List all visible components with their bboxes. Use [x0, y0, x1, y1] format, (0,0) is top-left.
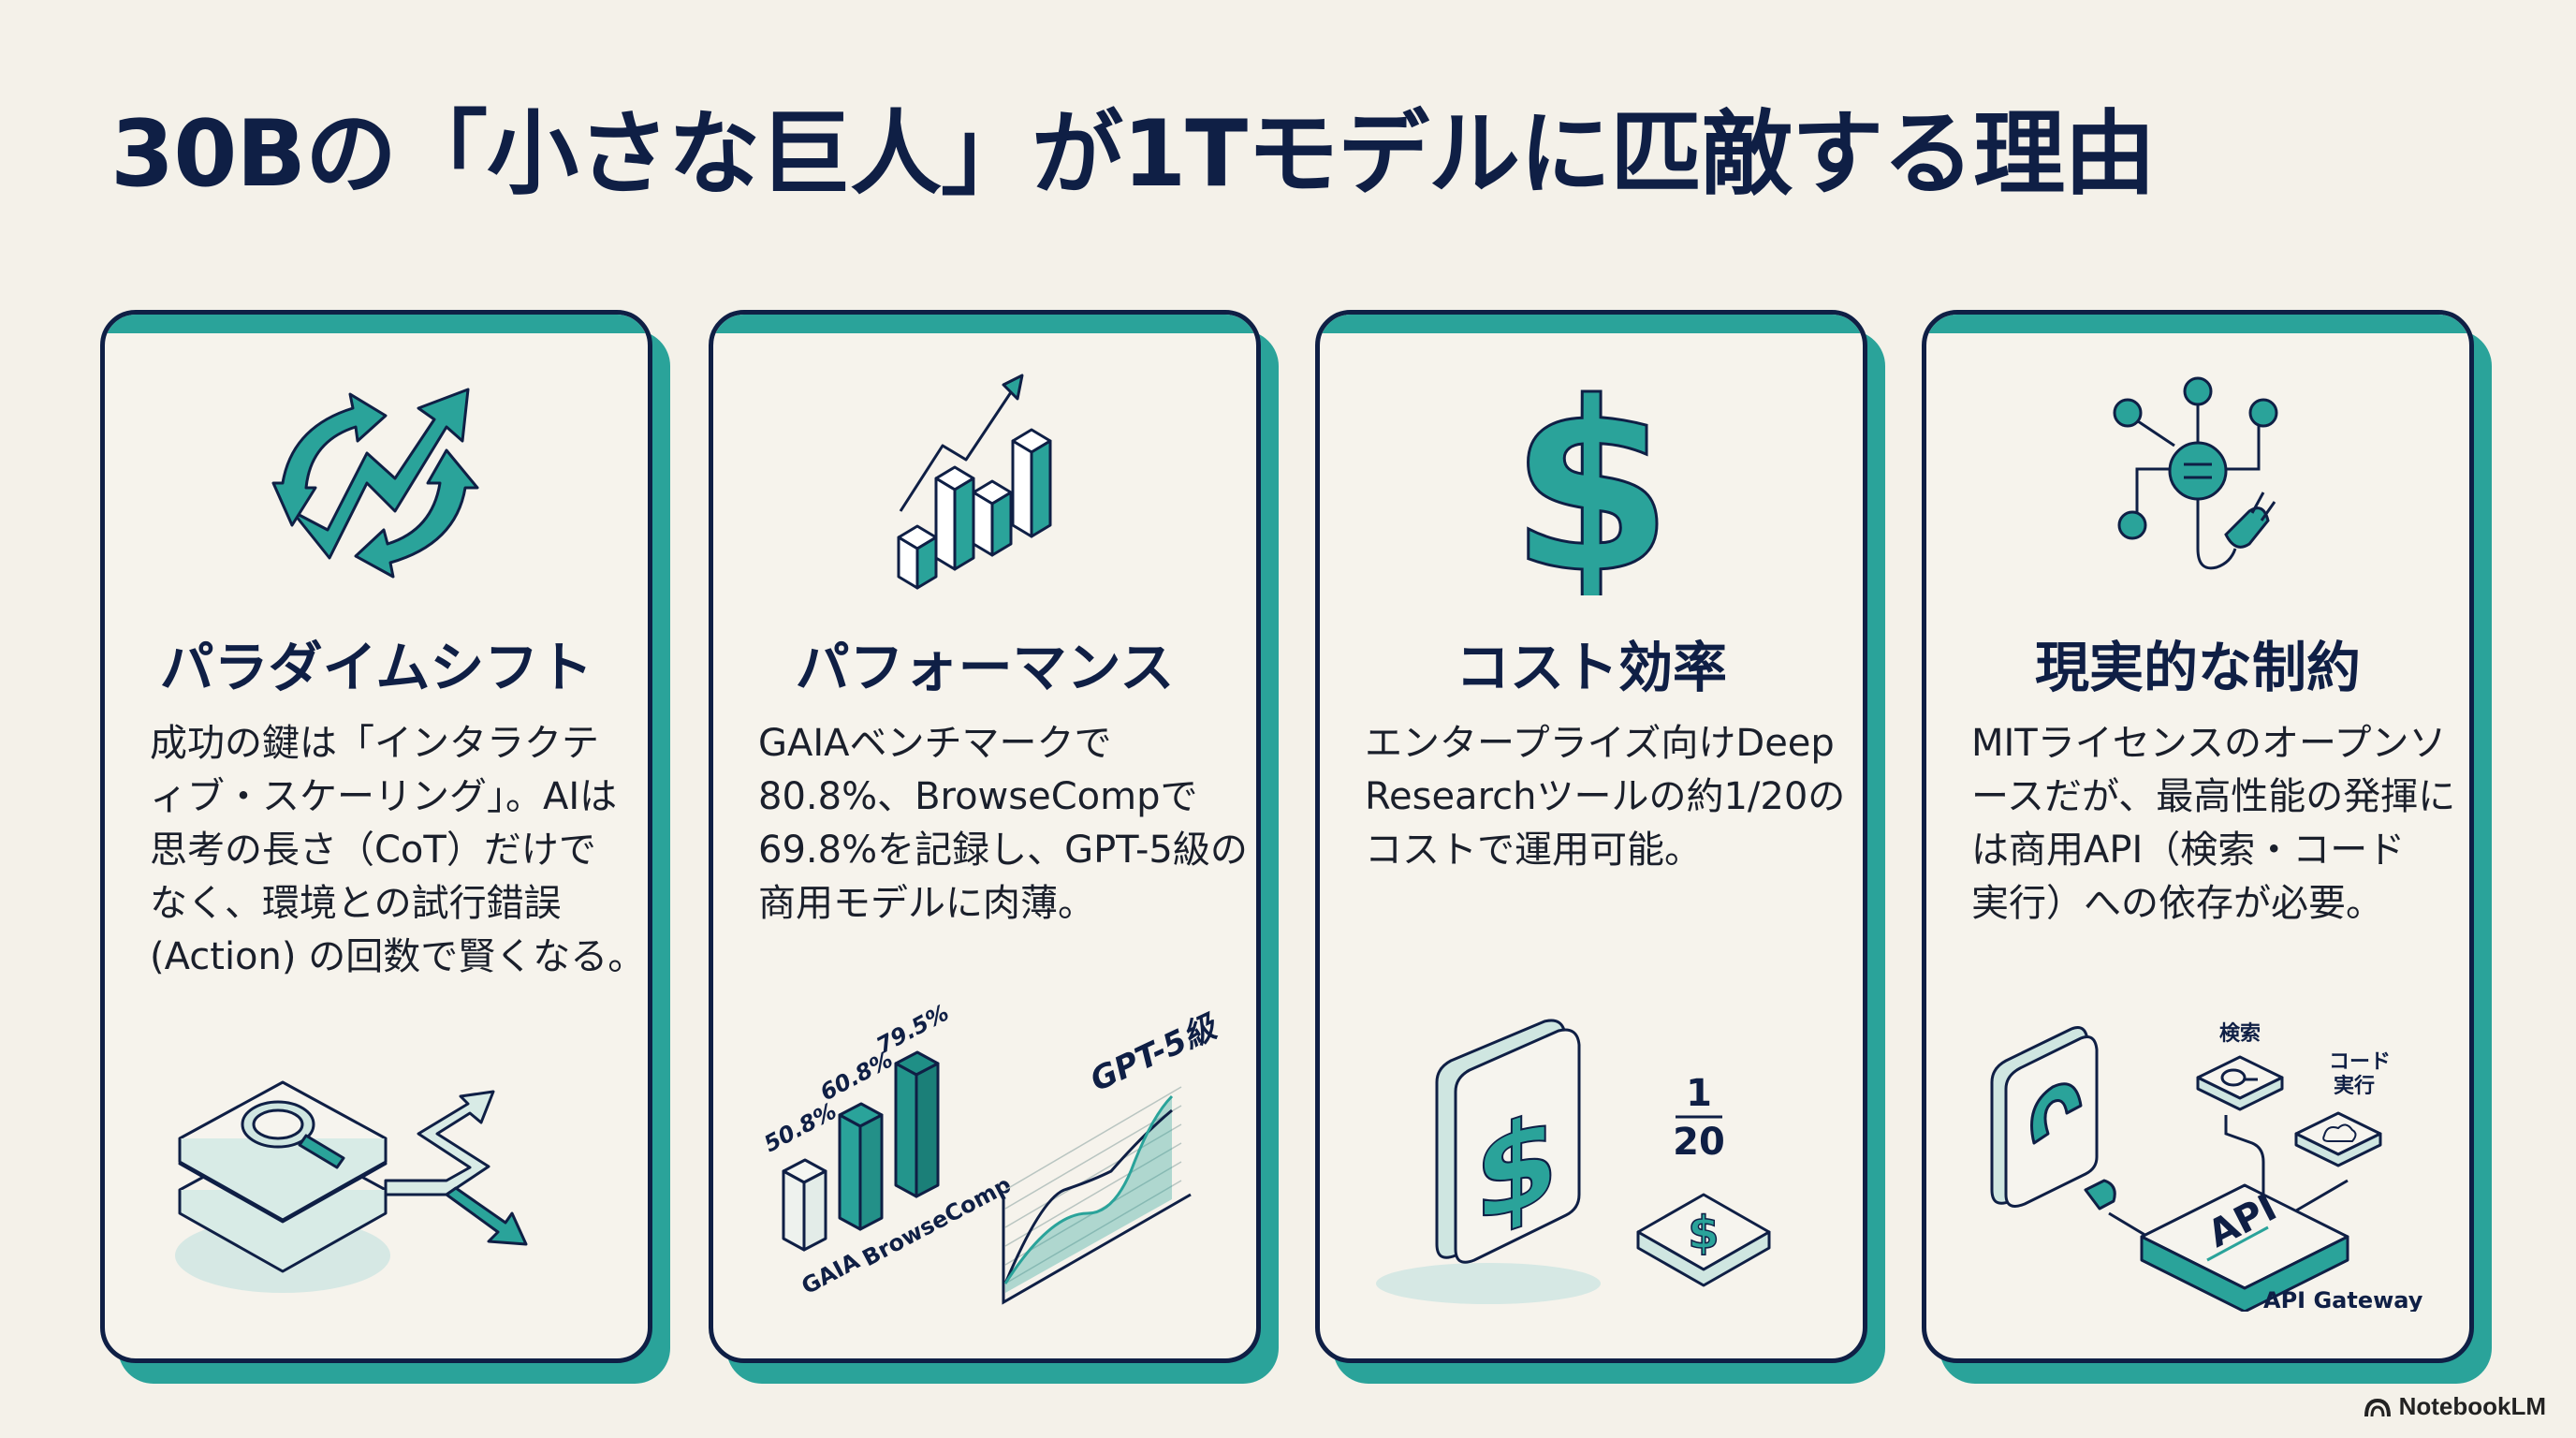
card-title: 現実的な制約: [2034, 636, 2361, 699]
body-line: Researchツールの約1/20の: [1365, 775, 1846, 818]
bar-chart-trending-up-icon: [897, 374, 1052, 590]
code-exec-label-line2: 実行: [2334, 1074, 2375, 1098]
body-line: 思考の長さ（CoT）だけで: [150, 829, 596, 872]
bar-label-3: 79.5%: [872, 1003, 954, 1059]
small-dollar-icon: $: [1688, 1207, 1719, 1259]
body-line: (Action) の回数で賢くなる。: [150, 935, 646, 978]
card-realistic-constraints: 現実的な制約 MITライセンスのオープンソ ースだが、最高性能の発揮に は商用A…: [1922, 310, 2474, 1363]
body-line: GAIAベンチマークで: [758, 722, 1112, 765]
card-body: GAIAベンチマークで 80.8%、BrowseCompで 69.8%を記録し、…: [758, 717, 1248, 931]
paradigm-shift-arrows-icon: [271, 388, 479, 579]
body-line: エンタープライズ向けDeep: [1365, 722, 1835, 765]
search-magnifier-icon: [2220, 1068, 2258, 1087]
card-title: パフォーマンス: [795, 636, 1175, 699]
body-line: ースだが、最高性能の発揮に: [1971, 775, 2456, 818]
card-paradigm-shift: パラダイムシフト 成功の鍵は「インタラクテ ィブ・スケーリング」。AIは 思考の…: [100, 310, 652, 1363]
body-line: は商用API（検索・コード: [1971, 829, 2406, 872]
body-line: なく、環境との試行錯誤: [150, 882, 562, 925]
large-dollar-icon: $: [1474, 1084, 1559, 1253]
body-line: ィブ・スケーリング」。AIは: [150, 775, 618, 818]
body-line: MITライセンスのオープンソ: [1971, 722, 2447, 765]
card-top-band: [1926, 315, 2469, 333]
network-hub-with-plug-icon: [2113, 376, 2278, 570]
brand-label: NotebookLM: [2398, 1392, 2546, 1420]
svg-text:$: $: [1510, 371, 1673, 595]
cost-reduction-illustration: $ 1 20 $: [1376, 1019, 1771, 1304]
gateway-label: API Gateway: [2263, 1287, 2423, 1312]
page-title: 30Bの「小さな巨人」が1Tモデルに匹敵する理由: [110, 101, 2156, 208]
card-title: パラダイムシフト: [159, 636, 593, 699]
card-body: エンタープライズ向けDeep Researchツールの約1/20の コストで運用…: [1365, 717, 1846, 877]
bar-label-1: 50.8%: [760, 1097, 842, 1157]
card-body: MITライセンスのオープンソ ースだが、最高性能の発揮に は商用API（検索・コ…: [1971, 717, 2456, 931]
fraction-denominator: 20: [1673, 1121, 1725, 1164]
card-title: コスト効率: [1455, 636, 1727, 699]
benchmark-bars-and-line-chart-illustration: 50.8% 60.8% 79.5% GAIA BrowseComp GPT-5級: [760, 1003, 1224, 1305]
code-cloud-icon: [2322, 1123, 2357, 1142]
line-chart-label: GPT-5級: [1085, 1007, 1224, 1099]
card-cost-efficiency: $ コスト効率 エンタープライズ向けDeep Researchツールの約1/20…: [1315, 310, 1867, 1363]
notebooklm-logo-icon: [2364, 1398, 2391, 1416]
card-top-band: [713, 315, 1256, 333]
api-gateway-illustration: API API Gateway 検索 コード 実行: [1990, 1022, 2423, 1312]
code-exec-label-line1: コード: [2329, 1050, 2391, 1074]
dollar-sign-icon: $: [1509, 371, 1675, 595]
card-body: 成功の鍵は「インタラクテ ィブ・スケーリング」。AIは 思考の長さ（CoT）だけ…: [150, 717, 646, 984]
axis-label-gaia: GAIA: [798, 1247, 865, 1299]
card-top-band: [105, 315, 648, 333]
body-line: 80.8%、BrowseCompで: [758, 775, 1198, 818]
body-line: コストで運用可能。: [1365, 829, 1702, 872]
body-line: 商用モデルに肉薄。: [758, 882, 1095, 925]
fraction-numerator: 1: [1686, 1072, 1712, 1115]
body-line: 69.8%を記録し、GPT-5級の: [758, 829, 1248, 872]
card-performance: パフォーマンス GAIAベンチマークで 80.8%、BrowseCompで 69…: [709, 310, 1261, 1363]
card-top-band: [1320, 315, 1863, 333]
search-label: 検索: [2219, 1022, 2261, 1046]
database-magnifier-branch-illustration: [175, 1080, 528, 1293]
notebooklm-branding: NotebookLM: [2364, 1392, 2546, 1421]
body-line: 実行）への依存が必要。: [1971, 882, 2383, 925]
body-line: 成功の鍵は「インタラクテ: [150, 722, 599, 765]
